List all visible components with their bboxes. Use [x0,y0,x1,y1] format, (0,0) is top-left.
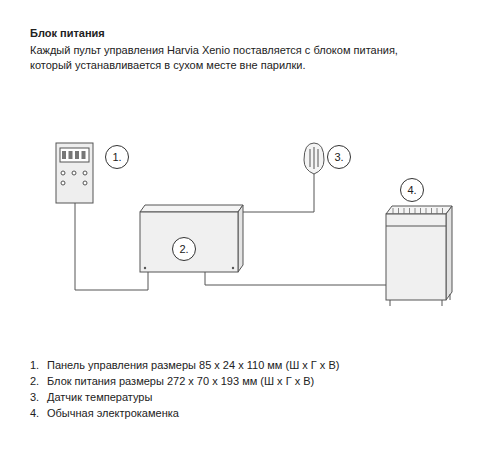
callout-circle: 2. [172,237,196,261]
wire [205,272,392,296]
wires [75,174,392,296]
wire [75,203,148,290]
callout-number: 2. [179,243,188,256]
callout-number: 3. [334,151,343,164]
list-number: 4. [30,406,39,421]
list-text: Панель управления размеры 85 x 24 x 110 … [47,358,339,373]
callout-circle: 4. [400,178,424,202]
list-text: Обычная электрокаменка [47,406,179,421]
list-text: Блок питания размеры 272 x 70 x 193 мм (… [47,374,314,389]
power-unit [140,205,243,272]
list-number: 3. [30,390,39,405]
callout-circle: 3. [327,145,351,169]
callout-number: 1. [112,151,121,164]
callout-circle: 1. [105,145,129,169]
list-number: 2. [30,374,39,389]
control-panel [56,143,93,203]
temperature-sensor [304,143,324,174]
sauna-heater [386,206,452,306]
callout-number: 4. [407,184,416,197]
title: Блок питания [30,26,105,41]
intro-text: Каждый пульт управления Harvia Xenio пос… [30,43,440,73]
list-number: 1. [30,358,39,373]
list-text: Датчик температуры [47,390,152,405]
wire [238,174,314,212]
